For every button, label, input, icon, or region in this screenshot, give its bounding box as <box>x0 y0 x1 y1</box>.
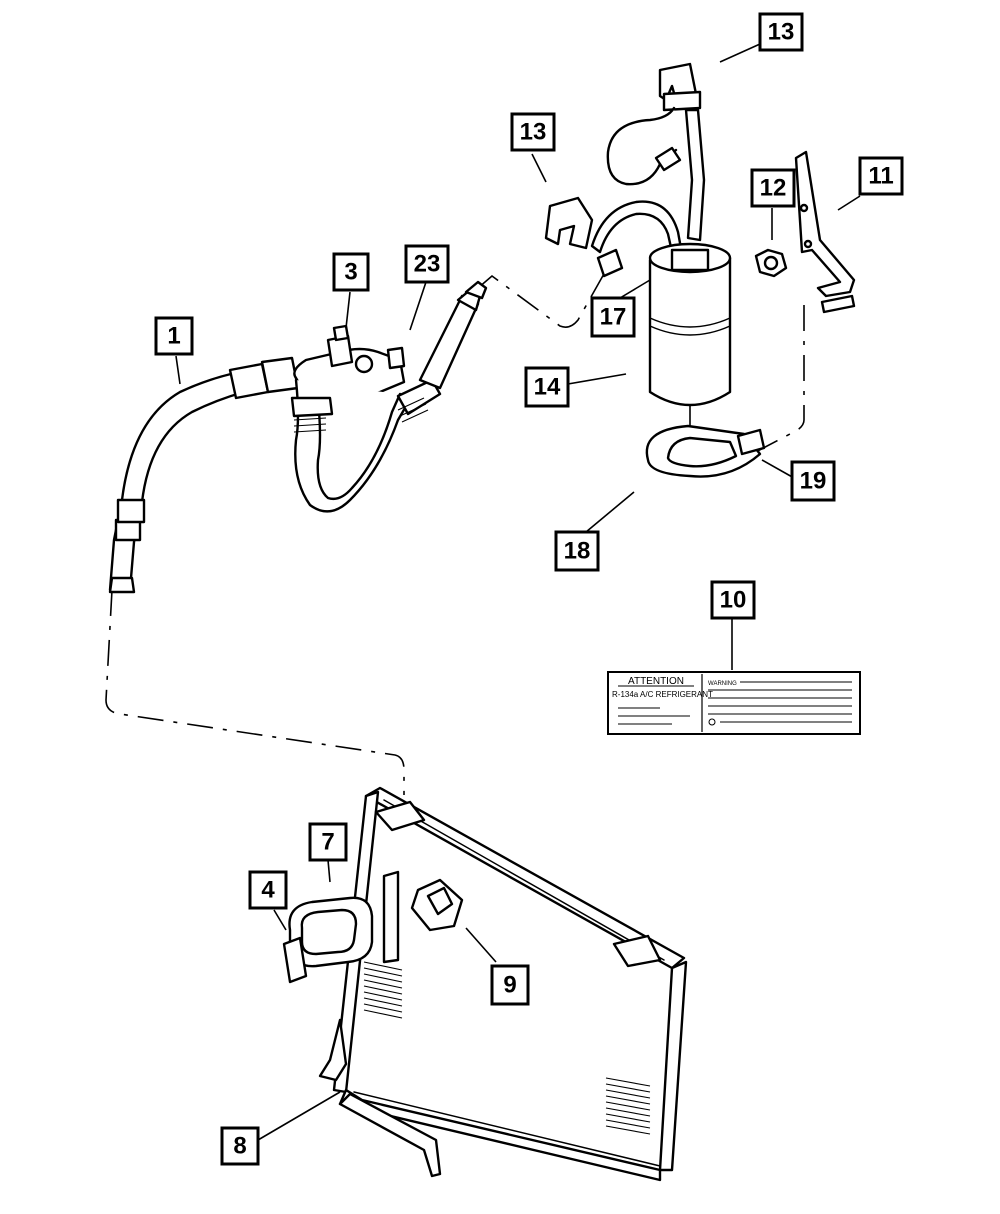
drier-bracket <box>794 150 856 314</box>
callout-4: 4 <box>248 870 288 910</box>
hex-nut <box>754 248 788 278</box>
callout-label: 10 <box>720 587 747 614</box>
callout-label: 23 <box>414 251 441 278</box>
line-clip-lower <box>544 196 594 250</box>
callout-label: 19 <box>800 468 827 495</box>
callout-label: 4 <box>261 877 275 904</box>
label-refrigerant-text: R-134a A/C REFRIGERANT <box>612 690 713 699</box>
callout-label: 8 <box>233 1133 246 1160</box>
callout-label: 11 <box>868 163 893 190</box>
routing-line-bracket-to-strap <box>749 305 805 456</box>
callout-label: 12 <box>760 175 787 202</box>
condenser-fins-right <box>605 1077 651 1135</box>
condenser-fitting <box>282 896 374 984</box>
routing-line-hose-to-drier <box>477 271 606 328</box>
callout-18: 18 <box>554 530 600 572</box>
callout-3: 3 <box>332 252 370 292</box>
callout-7: 7 <box>308 822 348 862</box>
callout-14: 14 <box>524 366 570 408</box>
callout-label: 1 <box>167 323 180 350</box>
refrigerant-warning-label: ATTENTION R-134a A/C REFRIGERANT WARNING <box>607 671 861 735</box>
leader-lines <box>175 43 861 1141</box>
callout-12: 12 <box>750 168 796 208</box>
callout-23: 23 <box>404 244 450 284</box>
callout-label: 14 <box>534 374 561 401</box>
callout-label: 13 <box>768 19 795 46</box>
callout-1: 1 <box>154 316 194 356</box>
line-clip-upper <box>658 62 702 112</box>
callout-label: 3 <box>344 259 357 286</box>
callout-8: 8 <box>220 1126 260 1166</box>
callout-11: 11 <box>858 156 904 196</box>
suction-hose <box>108 356 300 594</box>
drier-lines <box>590 106 706 278</box>
condenser <box>318 786 688 1182</box>
condenser-clip <box>410 878 464 932</box>
callout-label: 9 <box>503 972 516 999</box>
callout-label: 17 <box>600 304 627 331</box>
label-warning-text: WARNING <box>708 681 737 687</box>
callout-13-lower: 13 <box>510 112 556 152</box>
callout-label: 7 <box>321 829 334 856</box>
liquid-line <box>418 280 488 390</box>
condenser-fins-left <box>363 961 403 1019</box>
routing-line-hose-to-condenser <box>105 589 405 795</box>
receiver-drier <box>648 242 732 407</box>
callout-13-upper: 13 <box>758 12 804 52</box>
drier-strap <box>645 424 766 478</box>
callout-9: 9 <box>490 964 530 1006</box>
callout-19: 19 <box>790 460 836 502</box>
callout-17: 17 <box>590 296 636 338</box>
callout-label: 18 <box>564 538 591 565</box>
manifold-block <box>290 324 442 513</box>
callout-label: 13 <box>520 119 547 146</box>
label-attention-text: ATTENTION <box>628 676 684 687</box>
callout-10: 10 <box>710 580 756 620</box>
